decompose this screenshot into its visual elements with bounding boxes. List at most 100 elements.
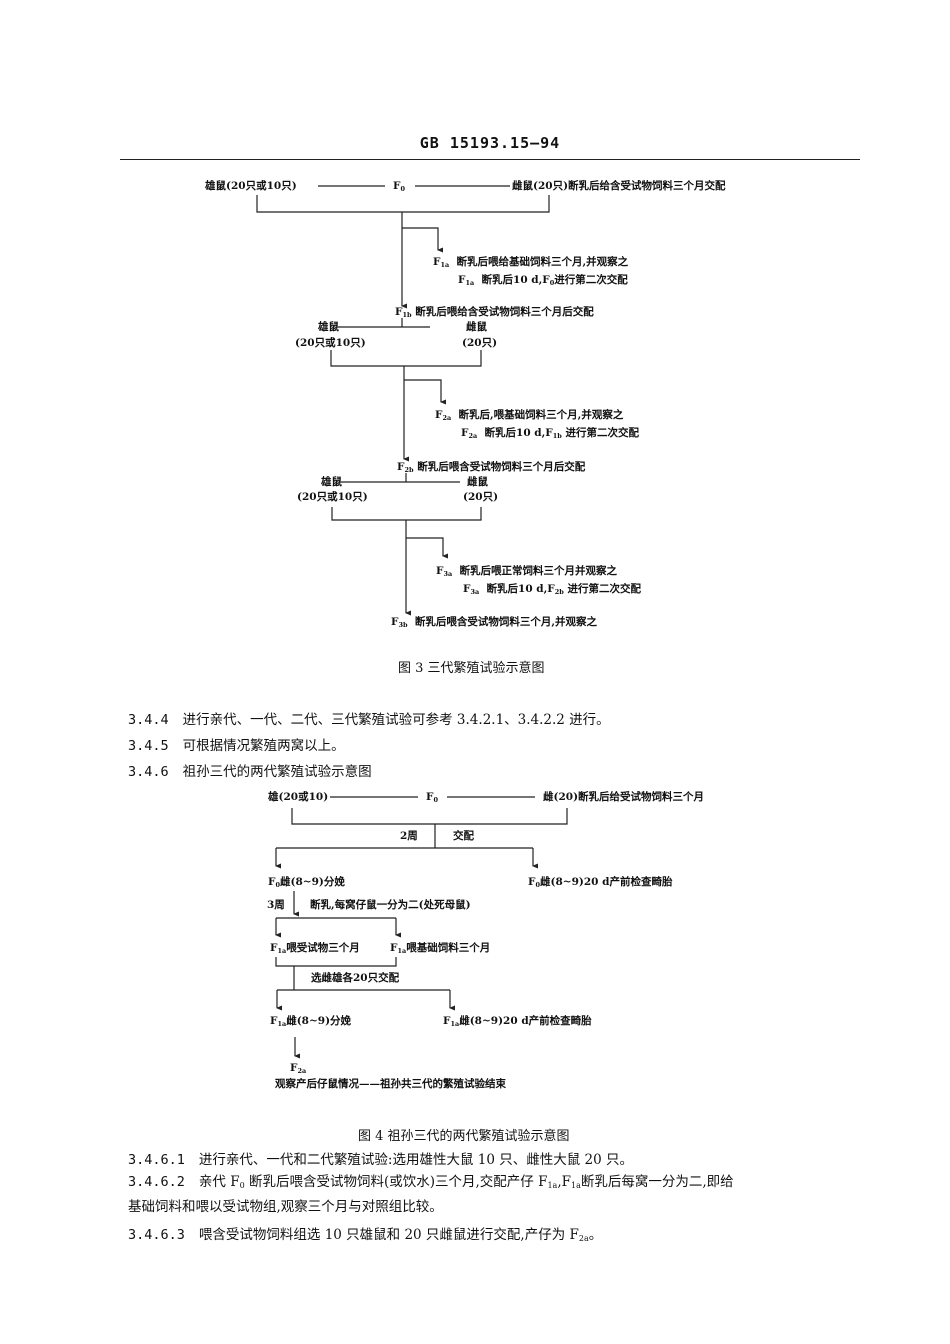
clause-text: 断乳后每窝一分为二,即给: [580, 1174, 734, 1190]
two-weeks-label: 2周: [400, 830, 418, 842]
step-text: 断乳后10 d,F: [481, 274, 550, 286]
gen-sub: 1a: [570, 1181, 581, 1190]
gen: F: [395, 306, 403, 318]
gen: F: [458, 274, 466, 286]
gen: F: [397, 461, 405, 473]
step-text: 进行第二次交配: [554, 274, 628, 286]
paragraph-3-4-4: 3.4.4 进行亲代、一代、二代、三代繁殖试验可参考 3.4.2.1、3.4.2.…: [128, 711, 610, 729]
f0-male-label: 雄鼠(20只或10只): [205, 180, 297, 192]
f4-male-label: 雄(20或10): [268, 791, 329, 803]
gen-sub: 3a: [470, 588, 480, 596]
f2a-observe: F2a 断乳后,喂基础饲料三个月,并观察之: [435, 408, 623, 425]
f4-female-label: 雌(20)断乳后给受试物饲料三个月: [543, 791, 705, 803]
male-count: (20只或10只): [295, 337, 366, 349]
bracket: [291, 808, 568, 825]
male-label: 雄鼠: [318, 321, 339, 333]
gen: F: [528, 876, 536, 888]
f0-female-label: 雌鼠(20只)断乳后给含受试物饲料三个月交配: [512, 180, 726, 192]
step-text: 断乳后,喂基础饲料三个月,并观察之: [458, 409, 624, 421]
three-weeks-label: 3周: [267, 899, 285, 911]
f1a-second-mating: F1a 断乳后10 d,F0进行第二次交配: [458, 273, 628, 290]
clause-text: 断乳后喂含受试物饲料(或饮水)三个月,交配产仔 F: [244, 1174, 548, 1190]
f2a-label: F2a: [290, 1061, 306, 1078]
female-count: (20只): [463, 491, 499, 503]
clause-text: 可根据情况繁殖两窝以上。: [182, 738, 345, 754]
gen-sub: 0: [275, 881, 280, 889]
gen-sub: 1a: [450, 1020, 460, 1028]
f2a-second-mating: F2a 断乳后10 d,F1b 进行第二次交配: [461, 426, 639, 443]
f3a-second-mating: F3a 断乳后10 d,F2b 进行第二次交配: [463, 582, 641, 599]
gen: F: [391, 616, 399, 628]
gen-sub: 1a: [465, 279, 475, 287]
bracket: [275, 957, 397, 967]
gen-sub: 2a: [468, 432, 478, 440]
gen-sub: 3a: [443, 570, 453, 578]
gen: F: [268, 876, 276, 888]
f2b-label: F2b 断乳后喂含受试物饲料三个月后交配: [397, 460, 585, 477]
step-text: 断乳后喂给基础饲料三个月,并观察之: [456, 256, 629, 268]
clause-text: 进行亲代、一代和二代繁殖试验:选用雄性大鼠 10 只、雌性大鼠 20 只。: [198, 1152, 633, 1168]
clause-text: 祖孙三代的两代繁殖试验示意图: [182, 764, 372, 780]
f4-f0-label: F0: [426, 790, 438, 807]
gen: F: [463, 583, 471, 595]
gen-sub: 1b: [402, 311, 412, 319]
gen-sub: 0: [535, 881, 540, 889]
gen-sub: 0: [239, 1181, 245, 1190]
gen-sub: 2b: [404, 466, 414, 474]
female-label: 雌鼠: [466, 321, 487, 333]
gen-sub: 0: [433, 796, 438, 804]
clause-number: 3.4.6: [128, 764, 169, 780]
gen: F: [390, 942, 398, 954]
step-text: 喂基础饲料三个月: [406, 942, 491, 954]
f1a-birth: F1a雌(8~9)分娩: [270, 1014, 351, 1031]
step-text: 断乳后喂给含受试物饲料三个月后交配: [415, 306, 594, 318]
gen-sub: 1a: [547, 1181, 558, 1190]
gen: F: [426, 791, 434, 803]
step-text: 断乳后喂含受试物饲料三个月,并观察之: [414, 616, 598, 628]
f3a-observe: F3a 断乳后喂正常饲料三个月并观察之: [436, 564, 617, 581]
gen-sub: 1a: [277, 947, 287, 955]
step-text: 断乳后10 d,F: [486, 583, 555, 595]
clause-number: 3.4.5: [128, 738, 169, 754]
bracket: [330, 350, 482, 367]
mating-label: 交配: [453, 830, 474, 842]
gen: F: [443, 1015, 451, 1027]
clause-number: 3.4.4: [128, 712, 169, 728]
select-mating-label: 选雌雄各20只交配: [311, 972, 400, 984]
gen-sub: 0: [549, 279, 555, 287]
clause-text: 喂含受试物饲料组选 10 只雄鼠和 20 只雌鼠进行交配,产仔为 F: [198, 1227, 579, 1243]
step-text: 断乳后10 d,F: [484, 427, 553, 439]
paragraph-3-4-5: 3.4.5 可根据情况繁殖两窝以上。: [128, 737, 345, 755]
gen: F: [270, 1015, 278, 1027]
step-text: 喂受试物三个月: [286, 942, 360, 954]
f1a-base-group: F1a喂基础饲料三个月: [390, 941, 490, 958]
end-label: 观察产后仔鼠情况——祖孙共三代的繁殖试验结束: [275, 1078, 506, 1090]
clause-text: 进行亲代、一代、二代、三代繁殖试验可参考 3.4.2.1、3.4.2.2 进行。: [182, 712, 610, 728]
step-text: 断乳后喂正常饲料三个月并观察之: [459, 565, 618, 577]
gen-sub: 1b: [552, 432, 562, 440]
figure4-caption: 图 4 祖孙三代的两代繁殖试验示意图: [358, 1129, 570, 1144]
f0-label: F0: [393, 179, 405, 196]
gen-sub: 1a: [397, 947, 407, 955]
paragraph-3-4-6: 3.4.6 祖孙三代的两代繁殖试验示意图: [128, 763, 372, 781]
bracket: [256, 195, 550, 213]
gen: F: [435, 409, 443, 421]
gen-sub: 1a: [440, 261, 450, 269]
gen: F: [436, 565, 444, 577]
gen-sub: 2a: [442, 414, 452, 422]
gen: F: [270, 942, 278, 954]
gen: F: [433, 256, 441, 268]
gen-sub: 2a: [578, 1234, 589, 1243]
step-text: 雌(8~9)分娩: [286, 1015, 352, 1027]
step-text: 断乳后喂含受试物饲料三个月后交配: [417, 461, 586, 473]
gen-sub: 2b: [554, 588, 564, 596]
gen: F: [393, 180, 401, 192]
bracket: [331, 507, 482, 521]
gen-sub: 2a: [297, 1067, 307, 1075]
clause-number: 3.4.6.2: [128, 1174, 185, 1190]
f0-birth: F0雌(8~9)分娩: [268, 875, 345, 892]
document-header-code: GB 15193.15—94: [419, 134, 561, 152]
step-text: 雌(8~9)20 d产前检查畸胎: [540, 876, 673, 888]
male-label: 雄鼠: [321, 476, 342, 488]
